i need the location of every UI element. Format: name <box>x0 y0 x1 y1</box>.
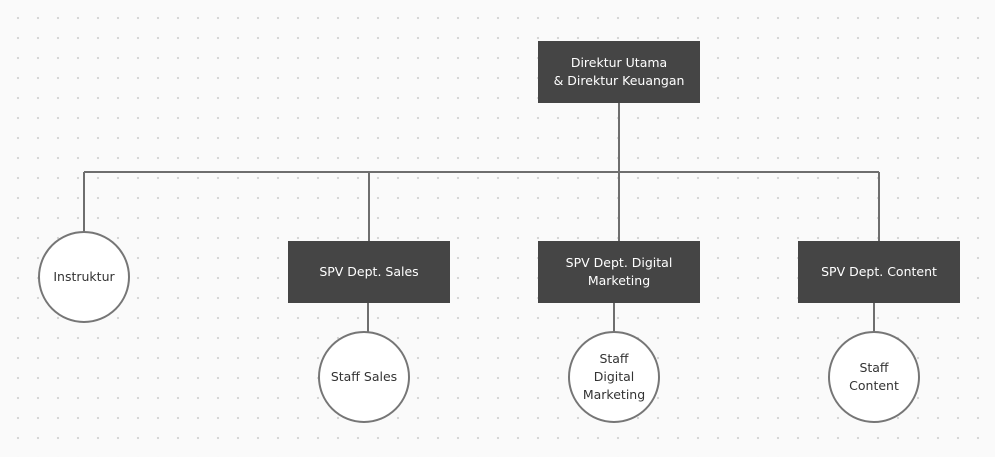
node-staff-sales[interactable]: Staff Sales <box>318 331 410 423</box>
node-staff-content[interactable]: Staff Content <box>828 331 920 423</box>
node-spv-sales[interactable]: SPV Dept. Sales <box>288 241 450 303</box>
node-staff-digital-marketing[interactable]: Staff Digital Marketing <box>568 331 660 423</box>
node-instruktur[interactable]: Instruktur <box>38 231 130 323</box>
node-direktur[interactable]: Direktur Utama & Direktur Keuangan <box>538 41 700 103</box>
node-spv-digital-marketing[interactable]: SPV Dept. Digital Marketing <box>538 241 700 303</box>
node-spv-content[interactable]: SPV Dept. Content <box>798 241 960 303</box>
